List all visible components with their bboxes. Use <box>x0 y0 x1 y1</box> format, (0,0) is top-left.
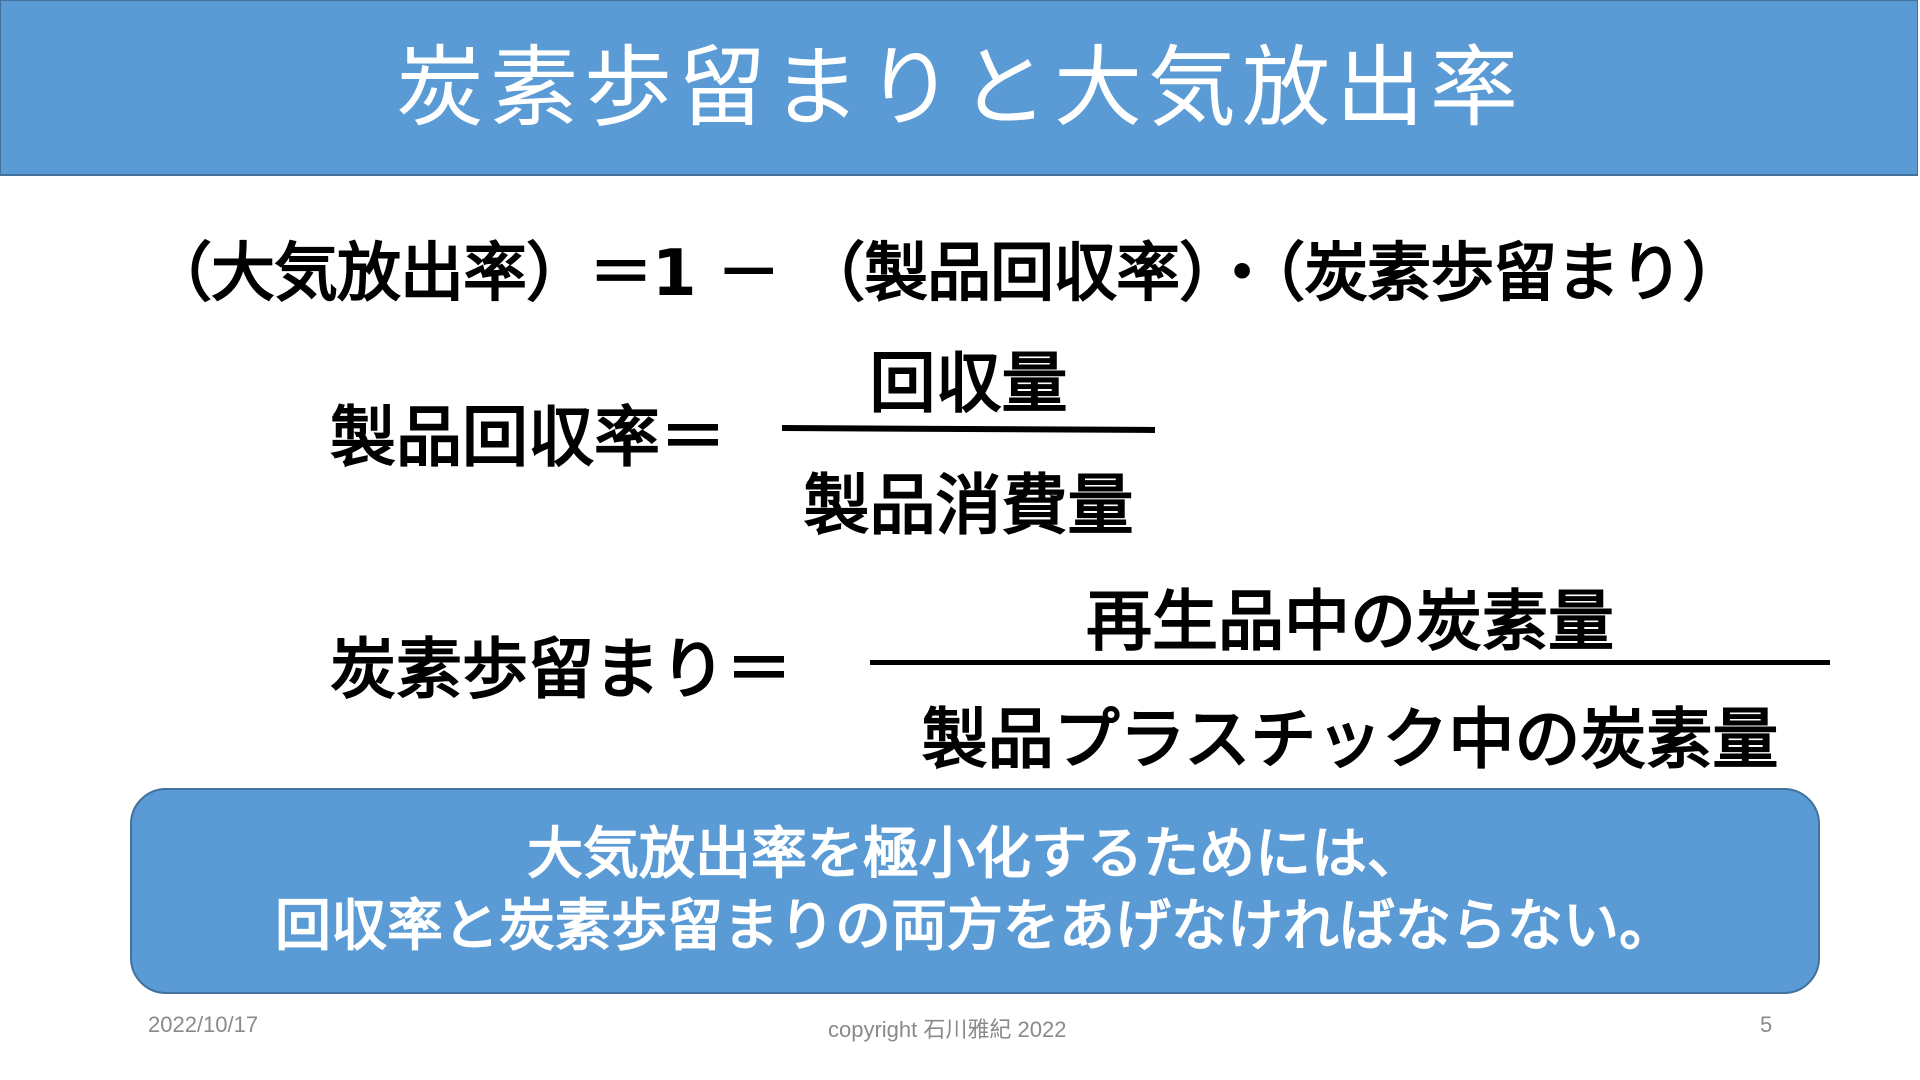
carbon-yield-fraction-line <box>870 660 1830 665</box>
callout-line-1: 大気放出率を極小化するためには、 <box>527 822 1423 887</box>
footer-copyright: copyright 石川雅紀 2022 <box>828 1017 1067 1042</box>
carbon-yield-numerator: 再生品中の炭素量 <box>1086 583 1614 660</box>
recovery-rate-denominator: 製品消費量 <box>803 467 1134 544</box>
carbon-yield-label: 炭素歩留まり＝ <box>330 631 792 708</box>
page-number: 5 <box>1760 1012 1773 1037</box>
carbon-yield-denominator: 製品プラスチック中の炭素量 <box>921 701 1779 778</box>
recovery-rate-numerator: 回収量 <box>869 345 1068 422</box>
recovery-rate-label: 製品回収率＝ <box>330 399 726 476</box>
conclusion-callout: 大気放出率を極小化するためには、 回収率と炭素歩留まりの両方をあげなければならな… <box>130 788 1820 994</box>
recovery-rate-fraction-line <box>781 425 1156 433</box>
callout-line-2: 回収率と炭素歩留まりの両方をあげなければならない。 <box>275 894 1675 959</box>
slide-title: 炭素歩留まりと大気放出率 <box>395 36 1524 139</box>
footer-date: 2022/10/17 <box>148 1012 259 1037</box>
title-bar <box>0 0 1918 176</box>
main-formula: （大気放出率）＝1 － （製品回収率）・（炭素歩留まり） <box>148 237 1746 311</box>
